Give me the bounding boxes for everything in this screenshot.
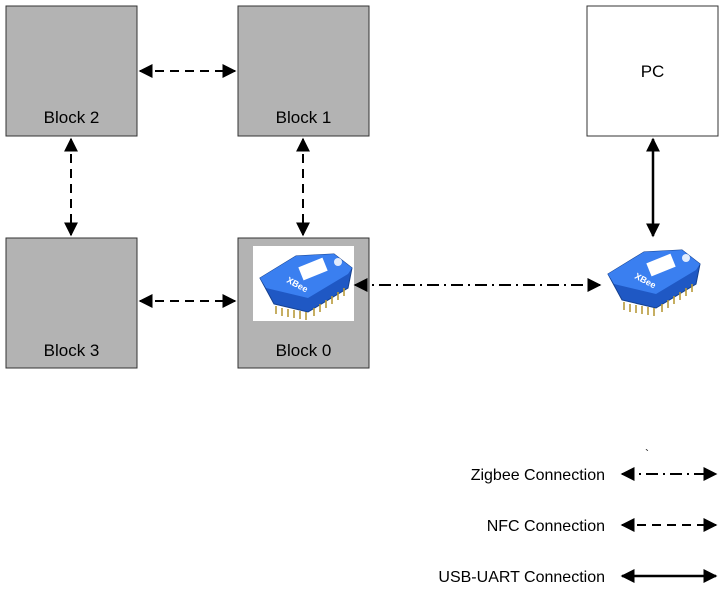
block-2-label: Block 2 [44,108,100,127]
stray-mark: ` [645,447,649,461]
pc-label: PC [641,62,665,81]
block-1-label: Block 1 [276,108,332,127]
legend-usb-uart-label: USB-UART Connection [438,569,605,586]
block-2: Block 2 [5,5,138,137]
xbee-module-icon [607,249,701,317]
legend: Zigbee Connection NFC Connection USB-UAR… [438,467,718,586]
block-0: Block 0 [237,237,370,369]
block-1: Block 1 [237,5,370,137]
pc-box: PC [586,5,719,137]
block-3: Block 3 [5,237,138,369]
legend-nfc-label: NFC Connection [487,518,605,535]
legend-zigbee-label: Zigbee Connection [471,467,605,484]
block-0-label: Block 0 [276,341,332,360]
block-3-label: Block 3 [44,341,100,360]
